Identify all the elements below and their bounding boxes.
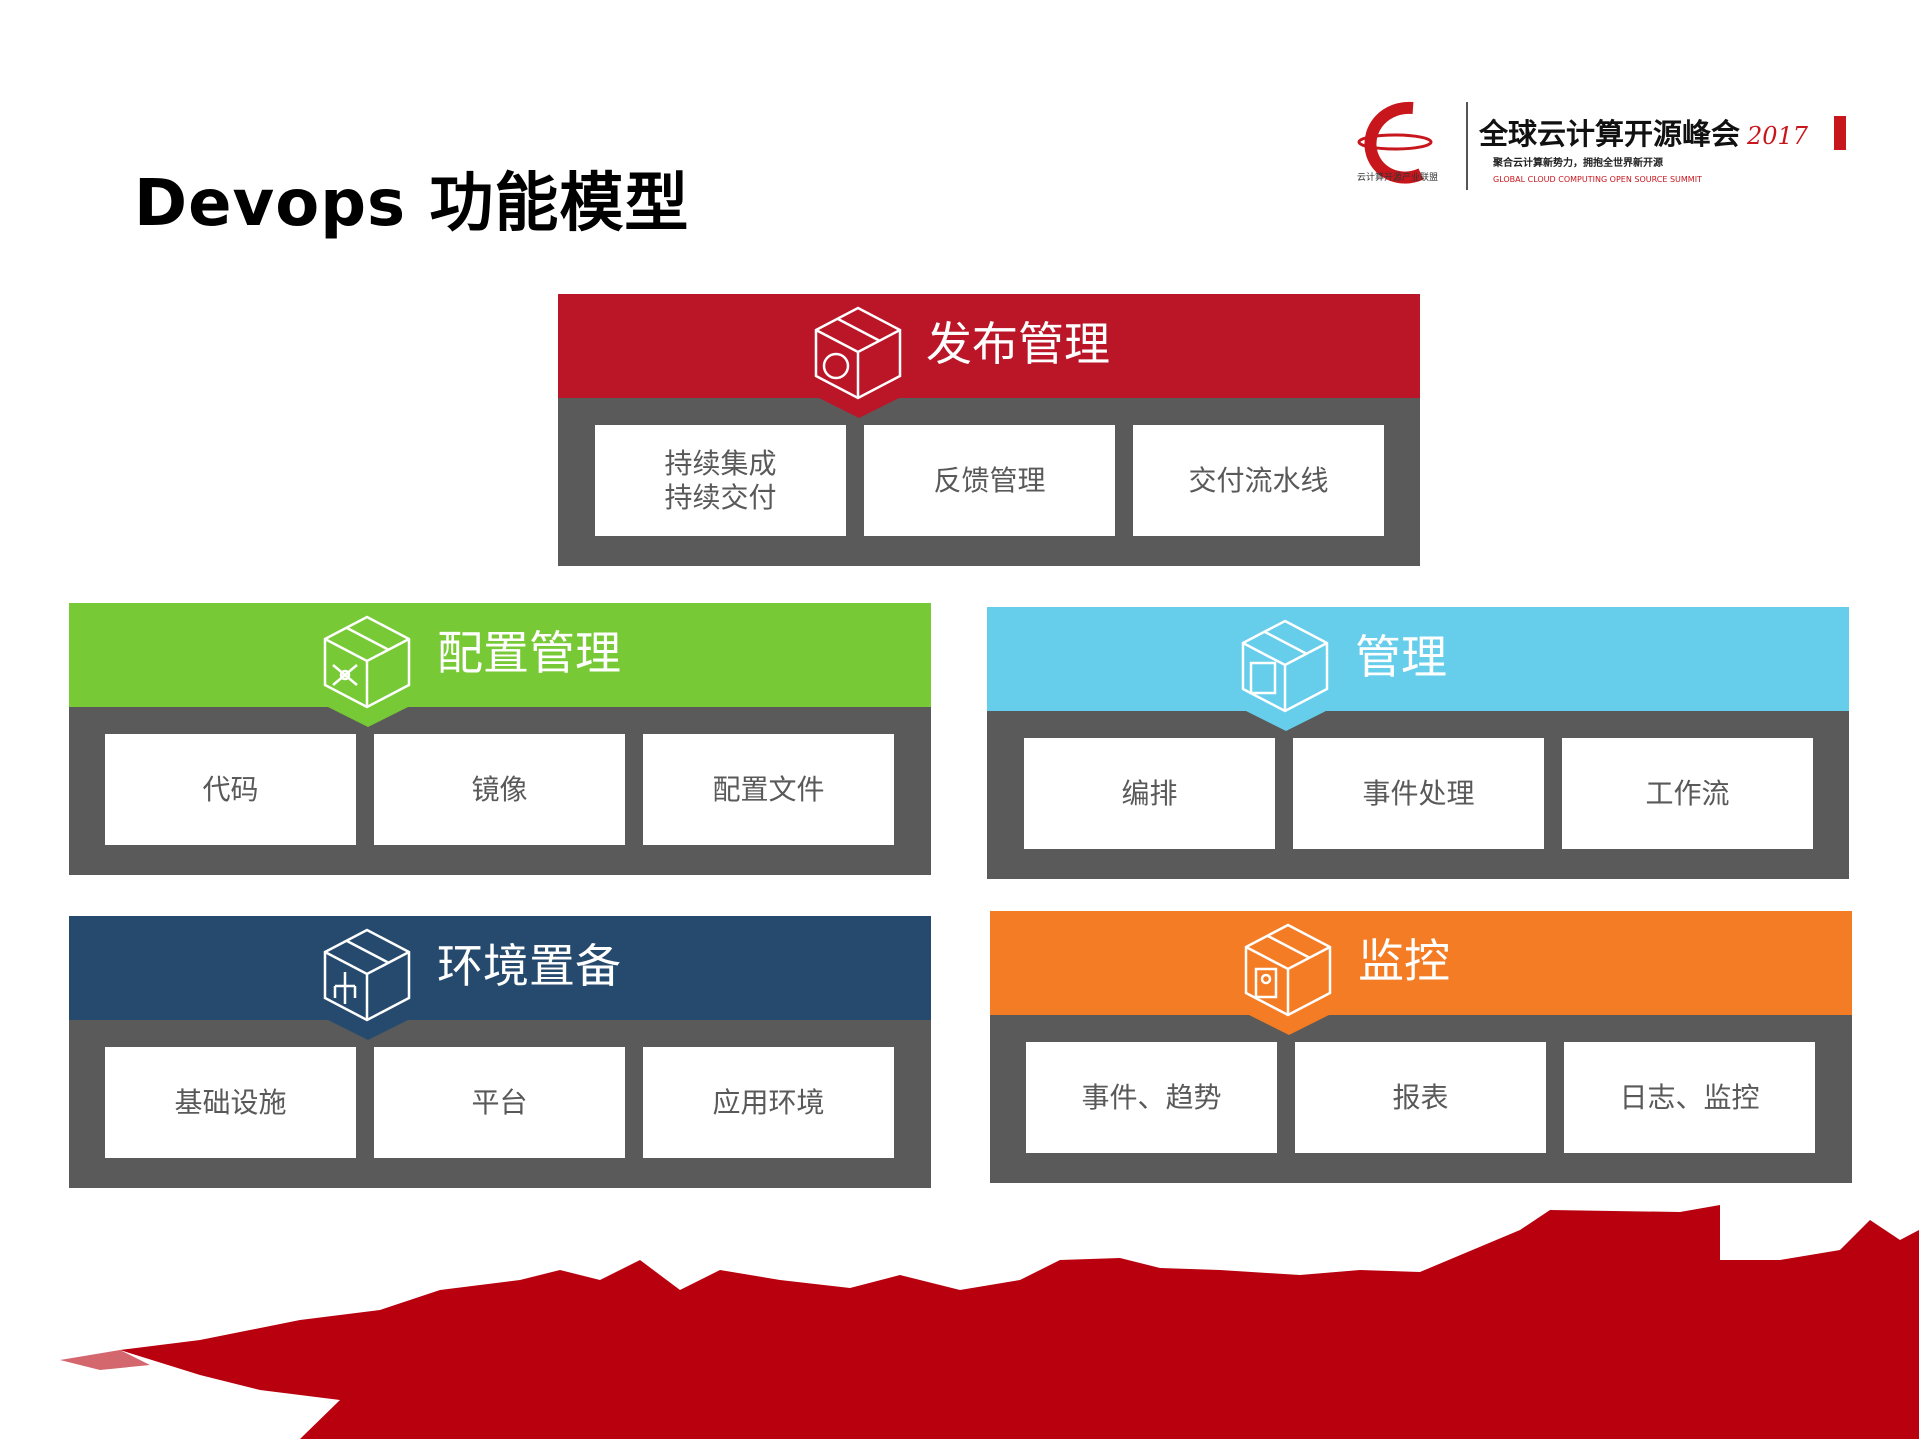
feature-item: 反馈管理 xyxy=(864,425,1115,536)
feature-item: 镜像 xyxy=(374,734,625,845)
block-management: 管理 编排 事件处理 工作流 xyxy=(987,607,1849,879)
block-title: 配置管理 xyxy=(437,626,621,680)
feature-item: 持续集成 持续交付 xyxy=(595,425,846,536)
block-header xyxy=(69,603,931,707)
svg-text:GLOBAL CLOUD COMPUTING OPEN SO: GLOBAL CLOUD COMPUTING OPEN SOURCE SUMMI… xyxy=(1493,175,1702,184)
header-notch xyxy=(819,398,899,418)
header-notch xyxy=(328,1020,408,1040)
feature-item: 交付流水线 xyxy=(1133,425,1384,536)
svg-text:云计算开源产业联盟: 云计算开源产业联盟 xyxy=(1357,171,1438,183)
cube-panel-icon xyxy=(1241,619,1329,713)
svg-text:2017: 2017 xyxy=(1746,122,1809,150)
feature-item: 配置文件 xyxy=(643,734,894,845)
summit-logo: 云计算开源产业联盟 全球云计算开源峰会 2017 聚合云计算新势力，拥抱全世界新… xyxy=(1355,98,1850,194)
feature-item: 工作流 xyxy=(1562,738,1813,849)
page-title: Devops 功能模型 xyxy=(134,167,690,241)
block-title: 监控 xyxy=(1358,934,1450,988)
block-title: 环境置备 xyxy=(437,939,621,993)
cube-cycle-icon xyxy=(814,306,902,400)
feature-item: 平台 xyxy=(374,1047,625,1158)
block-monitoring: 监控 事件、趋势 报表 日志、监控 xyxy=(990,911,1852,1183)
header-notch xyxy=(1246,711,1326,731)
svg-text:全球云计算开源峰会: 全球云计算开源峰会 xyxy=(1478,117,1740,151)
feature-item: 基础设施 xyxy=(105,1047,356,1158)
great-wall-mountain-decoration xyxy=(60,1205,1919,1439)
feature-item: 事件处理 xyxy=(1293,738,1544,849)
block-header xyxy=(990,911,1852,1015)
feature-item: 日志、监控 xyxy=(1564,1042,1815,1153)
feature-item: 代码 xyxy=(105,734,356,845)
header-notch xyxy=(328,707,408,727)
block-header xyxy=(558,294,1420,398)
block-header xyxy=(987,607,1849,711)
block-title: 发布管理 xyxy=(926,317,1110,371)
svg-text:聚合云计算新势力，拥抱全世界新开源: 聚合云计算新势力，拥抱全世界新开源 xyxy=(1492,156,1663,169)
block-release-management: 发布管理 持续集成 持续交付 反馈管理 交付流水线 xyxy=(558,294,1420,566)
block-config-management: 配置管理 代码 镜像 配置文件 xyxy=(69,603,931,875)
block-title: 管理 xyxy=(1355,630,1447,684)
feature-item: 编排 xyxy=(1024,738,1275,849)
feature-item: 报表 xyxy=(1295,1042,1546,1153)
cube-tree-icon xyxy=(323,928,411,1022)
cube-network-icon xyxy=(323,615,411,709)
header-notch xyxy=(1249,1015,1329,1035)
block-header xyxy=(69,916,931,1020)
feature-item: 应用环境 xyxy=(643,1047,894,1158)
cube-monitor-icon xyxy=(1244,923,1332,1017)
feature-item: 事件、趋势 xyxy=(1026,1042,1277,1153)
block-environment-provisioning: 环境置备 基础设施 平台 应用环境 xyxy=(69,916,931,1188)
